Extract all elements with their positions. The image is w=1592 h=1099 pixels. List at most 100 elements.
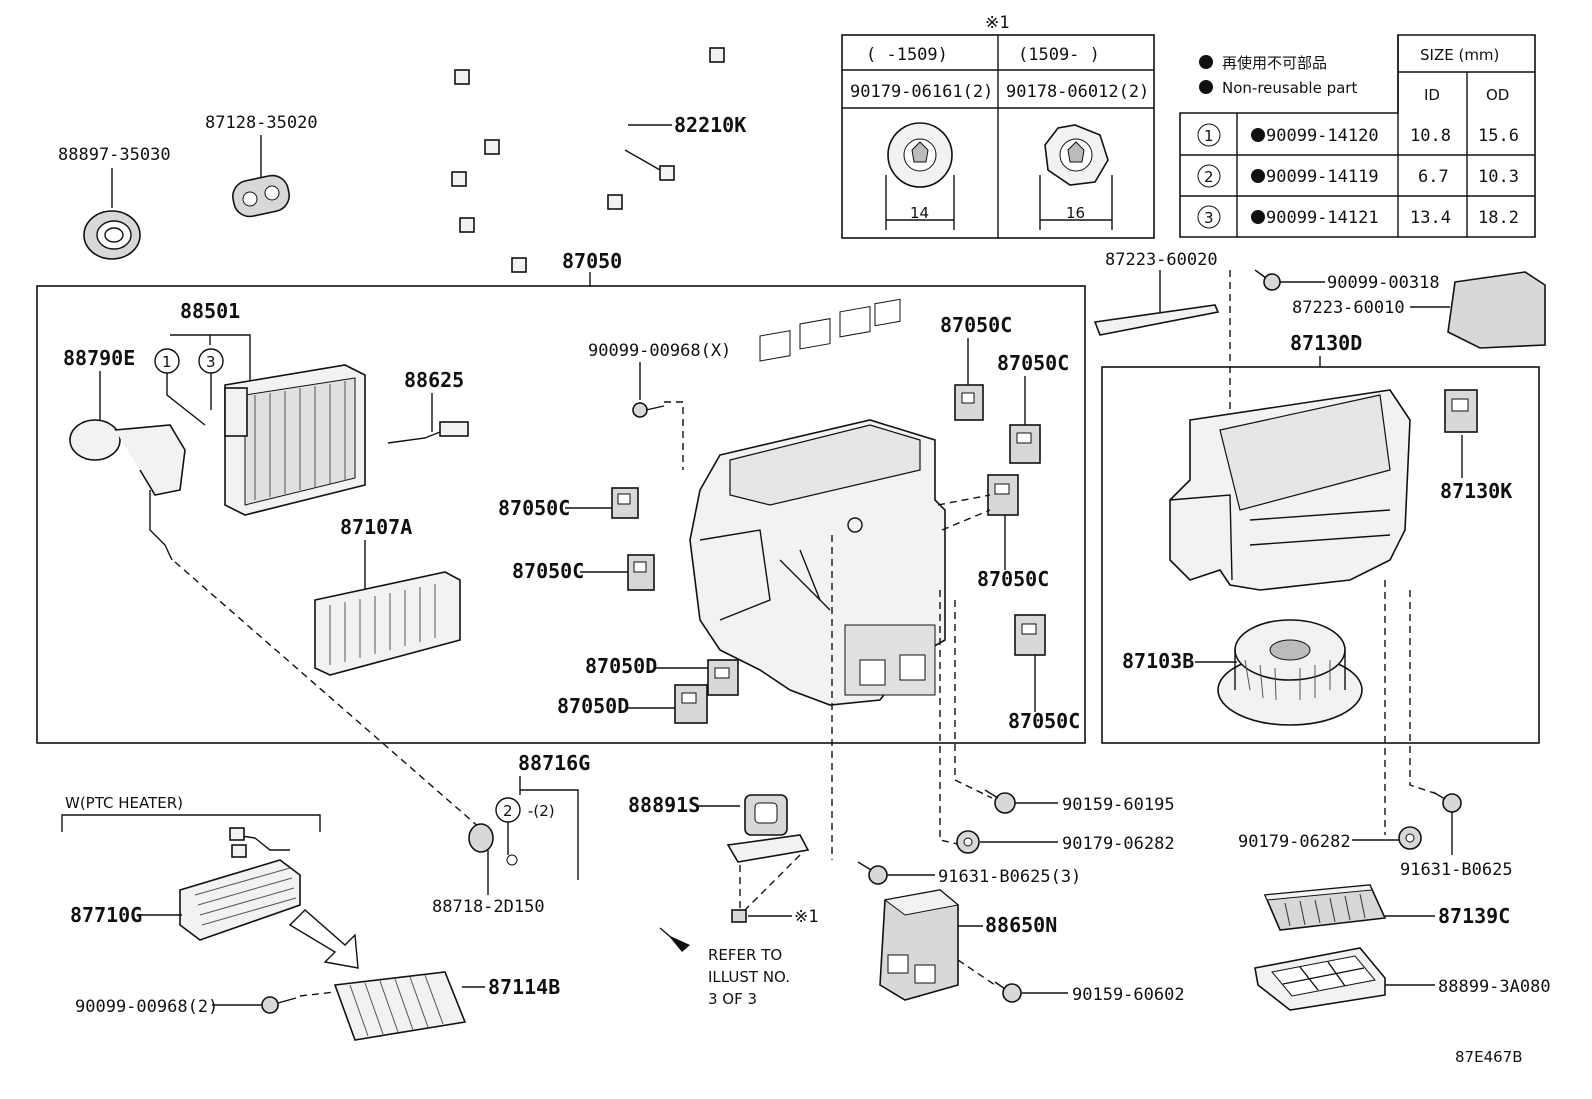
- part-88891s-drain: [726, 794, 810, 863]
- callout-circle-2: 2: [503, 802, 513, 820]
- clip-dimension-2: 16: [1066, 204, 1085, 222]
- clip-drawing-1: [885, 122, 955, 230]
- label-90099-00968-2: 90099-00968(2): [75, 997, 218, 1017]
- part-87050c-actuator-1: [611, 487, 639, 519]
- size-row-2-od: 10.3: [1478, 167, 1519, 187]
- size-table-row-2: 2 90099-14119 6.7 10.3: [1197, 164, 1519, 188]
- size-row-2-part: 90099-14119: [1266, 167, 1379, 187]
- label-87130d: 87130D: [1290, 331, 1362, 355]
- label-88501: 88501: [180, 299, 240, 323]
- part-87050c-actuator-4: [1009, 424, 1041, 464]
- callout-circle-1: 1: [162, 353, 172, 371]
- label-87050c-5: 87050C: [977, 567, 1049, 591]
- screw-91631-b0625-3: [857, 861, 888, 885]
- size-row-1-id: 10.8: [1410, 126, 1451, 146]
- clip-90179-06282-b: [1398, 826, 1422, 850]
- screw-90099-00968-2: [261, 996, 297, 1014]
- label-87130k: 87130K: [1440, 479, 1512, 503]
- part-88625-thermistor: [387, 421, 469, 444]
- label-87050c-4: 87050C: [997, 351, 1069, 375]
- label-87050c-3: 87050C: [940, 313, 1012, 337]
- label-88790e: 88790E: [63, 346, 135, 370]
- illustration-code: 87E467B: [1455, 1048, 1523, 1066]
- size-row-1-od: 15.6: [1478, 126, 1519, 146]
- label-91631-b0625: 91631-B0625: [1400, 860, 1513, 880]
- top-table-note: ※1: [985, 13, 1009, 33]
- refer-text-1: REFER TO: [708, 946, 782, 964]
- label-91631-b0625-3: 91631-B0625(3): [938, 867, 1081, 887]
- size-row-3-id: 13.4: [1410, 208, 1451, 228]
- label-87050d-1: 87050D: [585, 654, 657, 678]
- label-87050: 87050: [562, 249, 622, 273]
- label-87223-60010: 87223-60010: [1292, 298, 1405, 318]
- label-87139c: 87139C: [1438, 904, 1510, 928]
- size-table: [1179, 34, 1536, 238]
- part-88897-grommet: [83, 210, 141, 260]
- part-88716g-pipe: [506, 854, 666, 927]
- label-x1-ref: ※1: [794, 907, 818, 927]
- part-87103b-blower-motor: [1217, 619, 1363, 726]
- label-87223-60020: 87223-60020: [1105, 250, 1218, 270]
- assembly-87050-frame: [36, 285, 1086, 744]
- label-90179-06282-b: 90179-06282: [1238, 832, 1351, 852]
- size-row-3-od: 18.2: [1478, 208, 1519, 228]
- assembly-87130d-frame: [1101, 366, 1540, 744]
- screw-91631-b0625: [1432, 791, 1462, 813]
- part-87114b-ptc-element: [333, 971, 467, 1041]
- label-87114b: 87114B: [488, 975, 560, 999]
- label-90159-60602: 90159-60602: [1072, 985, 1185, 1005]
- callout-circle-3: 3: [206, 353, 216, 371]
- size-table-row-3: 3 90099-14121 13.4 18.2: [1197, 205, 1519, 229]
- refer-text-3: 3 OF 3: [708, 990, 757, 1008]
- label-88891s: 88891S: [628, 793, 700, 817]
- callout-circle-2-qty: -(2): [528, 802, 555, 820]
- part-87128-grommet: [232, 174, 290, 218]
- size-table-row-1: 1 90099-14120 10.8 15.6: [1197, 123, 1519, 147]
- top-table-col1-part: 90179-06161(2): [850, 82, 993, 102]
- part-87223-60010-foam: [1447, 271, 1546, 349]
- top-table-col2-part: 90178-06012(2): [1006, 82, 1149, 102]
- part-88650n-ecu: [879, 889, 960, 1001]
- screw-90159-60195: [984, 789, 1016, 814]
- label-87103b: 87103B: [1122, 649, 1194, 673]
- size-row-3-no: 3: [1204, 209, 1214, 227]
- refer-text-2: ILLUST NO.: [708, 968, 790, 986]
- part-88501-evaporator: [224, 364, 366, 516]
- size-row-2-no: 2: [1204, 168, 1214, 186]
- part-88718-valve: [468, 823, 494, 853]
- label-82210k: 82210K: [674, 113, 746, 137]
- part-87223-60020-seal: [1093, 304, 1220, 336]
- label-87050c-1: 87050C: [498, 496, 570, 520]
- part-87050d-actuator-2: [674, 684, 708, 724]
- label-88625: 88625: [404, 368, 464, 392]
- part-87130k-actuator: [1444, 389, 1478, 433]
- part-87139c-filter: [1263, 884, 1387, 931]
- part-87050c-actuator-2: [627, 554, 655, 591]
- label-88650n: 88650N: [985, 913, 1057, 937]
- part-87050d-actuator-1: [707, 659, 739, 696]
- label-88716g: 88716G: [518, 751, 590, 775]
- part-82210k-wire-harness: [429, 38, 725, 273]
- size-row-2-id: 6.7: [1418, 167, 1449, 187]
- size-table-od-head: OD: [1486, 86, 1509, 104]
- part-87130d-blower-case: [1169, 389, 1411, 591]
- label-ptc-heater: W(PTC HEATER): [65, 794, 183, 812]
- part-87050c-actuator-6: [1014, 614, 1046, 656]
- top-table-col1-head: ( -1509): [866, 45, 948, 65]
- label-90099-00318: 90099-00318: [1327, 273, 1440, 293]
- label-87050c-6: 87050C: [1008, 709, 1080, 733]
- label-90159-60195: 90159-60195: [1062, 795, 1175, 815]
- top-table-col2-head: (1509- ): [1018, 45, 1100, 65]
- legend-non-reusable-en: Non-reusable part: [1222, 79, 1357, 97]
- size-table-head: SIZE (mm): [1420, 46, 1499, 64]
- size-row-1-part: 90099-14120: [1266, 126, 1379, 146]
- part-88790e-expansion-valve: [69, 419, 186, 561]
- label-87107a: 87107A: [340, 515, 412, 539]
- part-88899-3a080-tray: [1254, 947, 1386, 1011]
- size-row-3-part: 90099-14121: [1266, 208, 1379, 228]
- label-87050d-2: 87050D: [557, 694, 629, 718]
- clip-dimension-1: 14: [910, 204, 929, 222]
- label-90099-00968-x: 90099-00968(X): [588, 341, 731, 361]
- size-table-id-head: ID: [1424, 86, 1440, 104]
